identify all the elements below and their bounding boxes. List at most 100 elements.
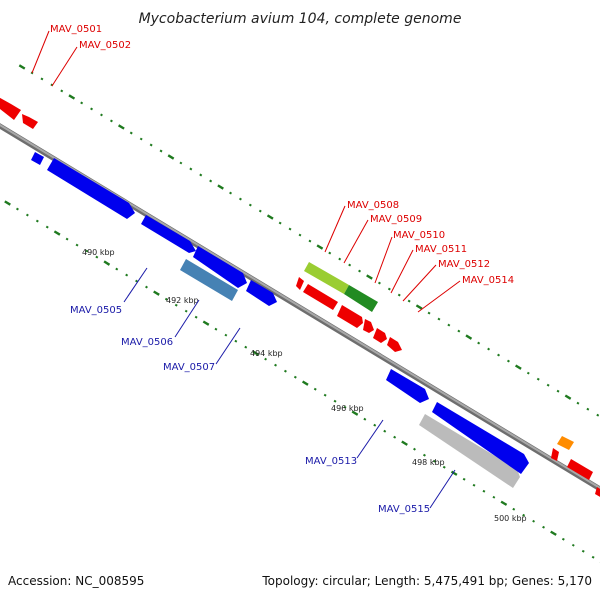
major-tick [564,394,572,400]
gene-MAV_0514-feature[interactable] [373,328,387,343]
gene-label-MAV_0508[interactable]: MAV_0508 [347,200,399,211]
minor-tick [229,191,233,195]
minor-tick [264,357,268,361]
gene-label-MAV_0514[interactable]: MAV_0514 [462,275,514,286]
minor-tick [179,161,183,165]
gene-label-MAV_0506[interactable]: MAV_0506 [121,337,173,348]
minor-tick [328,251,332,255]
major-tick [167,154,175,160]
gene-MAV_0511-feature[interactable] [337,305,363,328]
reverse-callout-lines [123,267,456,509]
major-tick [415,304,423,310]
minor-tick [159,149,163,153]
minor-tick [95,255,99,259]
major-tick [266,214,274,220]
minor-tick [556,389,560,393]
gene-red-small-right[interactable] [551,448,559,461]
major-tick [550,530,557,536]
minor-tick [427,311,431,315]
major-tick [514,364,522,370]
gene-label-MAV_0513[interactable]: MAV_0513 [305,456,357,467]
gene-label-MAV_0509[interactable]: MAV_0509 [370,214,422,225]
minor-tick [571,543,575,547]
minor-tick [313,387,317,391]
gene-MAV_0507b-feature[interactable] [246,280,277,306]
minor-tick [194,315,198,319]
minor-tick [581,549,585,553]
minor-tick [238,197,242,201]
major-tick [217,184,224,190]
minor-tick [115,267,119,271]
map-title: Mycobacterium avium 104, complete genome [139,11,462,27]
gene-MAV_0513-feature[interactable] [386,369,429,403]
gene-reverse-large[interactable] [432,402,529,474]
minor-tick [15,207,19,211]
accession-text: Accession: NC_008595 [8,574,144,588]
major-tick [500,500,508,506]
minor-tick [462,477,466,481]
gene-red-right[interactable] [567,459,593,480]
scale-label: 492 kbp [166,296,199,305]
minor-tick [65,237,69,241]
scale-label: 500 kbp [494,514,527,523]
gene-label-MAV_0507[interactable]: MAV_0507 [163,362,215,373]
minor-tick [308,239,312,243]
gene-label-MAV_0505[interactable]: MAV_0505 [70,305,122,316]
minor-tick [45,225,49,229]
major-tick [68,94,76,100]
gene-feature-left-edge[interactable] [0,95,21,120]
minor-tick [526,371,530,375]
major-tick [18,64,26,70]
minor-tick [25,213,29,217]
minor-tick [497,353,501,357]
gene-MAV_0509-feature[interactable] [344,285,378,312]
minor-tick [199,173,203,177]
gene-small-forward-1[interactable] [296,277,304,290]
gene-orange-feature[interactable] [557,436,574,450]
major-tick [117,124,125,130]
minor-tick [85,249,89,253]
minor-tick [100,113,103,117]
gene-label-MAV_0501[interactable]: MAV_0501 [50,24,102,35]
gene-MAV_0512-feature[interactable] [363,319,374,333]
gene-MAV_0505-feature[interactable] [141,215,196,253]
minor-tick [135,279,139,283]
gene-label-MAV_0510[interactable]: MAV_0510 [393,230,445,241]
minor-tick [343,405,347,409]
major-tick [252,350,260,356]
minor-tick [482,489,486,493]
minor-tick [432,459,436,463]
gene-MAV_0507-feature[interactable] [193,246,247,288]
minor-tick [477,341,481,345]
gene-label-MAV_0515[interactable]: MAV_0515 [378,504,430,515]
minor-tick [532,519,536,523]
minor-tick [442,465,446,469]
minor-tick [422,453,426,457]
minor-tick [546,383,550,387]
gene-red-edge[interactable] [595,487,600,498]
gene-label-MAV_0502[interactable]: MAV_0502 [79,40,131,51]
minor-tick [293,375,297,379]
gene-label-MAV_0512[interactable]: MAV_0512 [438,259,490,270]
minor-tick [576,401,580,405]
minor-tick [283,369,287,373]
minor-tick [387,287,391,291]
gene-MAV_0506-feature[interactable] [180,259,238,301]
gene-forward-near-0514[interactable] [387,337,402,352]
minor-tick [373,423,377,427]
gene-MAV_0505-left-feature[interactable] [47,158,135,219]
minor-tick [139,137,143,141]
gene-MAV_0508-feature[interactable] [304,262,349,294]
minor-tick [129,131,133,135]
gene-MAV_0515-feature[interactable] [419,414,520,488]
gene-MAV_0510-feature[interactable] [303,284,338,310]
gene-reverse-small[interactable] [31,152,44,165]
minor-tick [383,429,387,433]
minor-tick [145,285,148,289]
gene-label-MAV_0511[interactable]: MAV_0511 [415,244,467,255]
gene-MAV_0501-feature[interactable] [22,114,38,129]
scale-label: 496 kbp [331,404,364,413]
minor-tick [437,317,441,321]
major-tick [316,244,324,250]
